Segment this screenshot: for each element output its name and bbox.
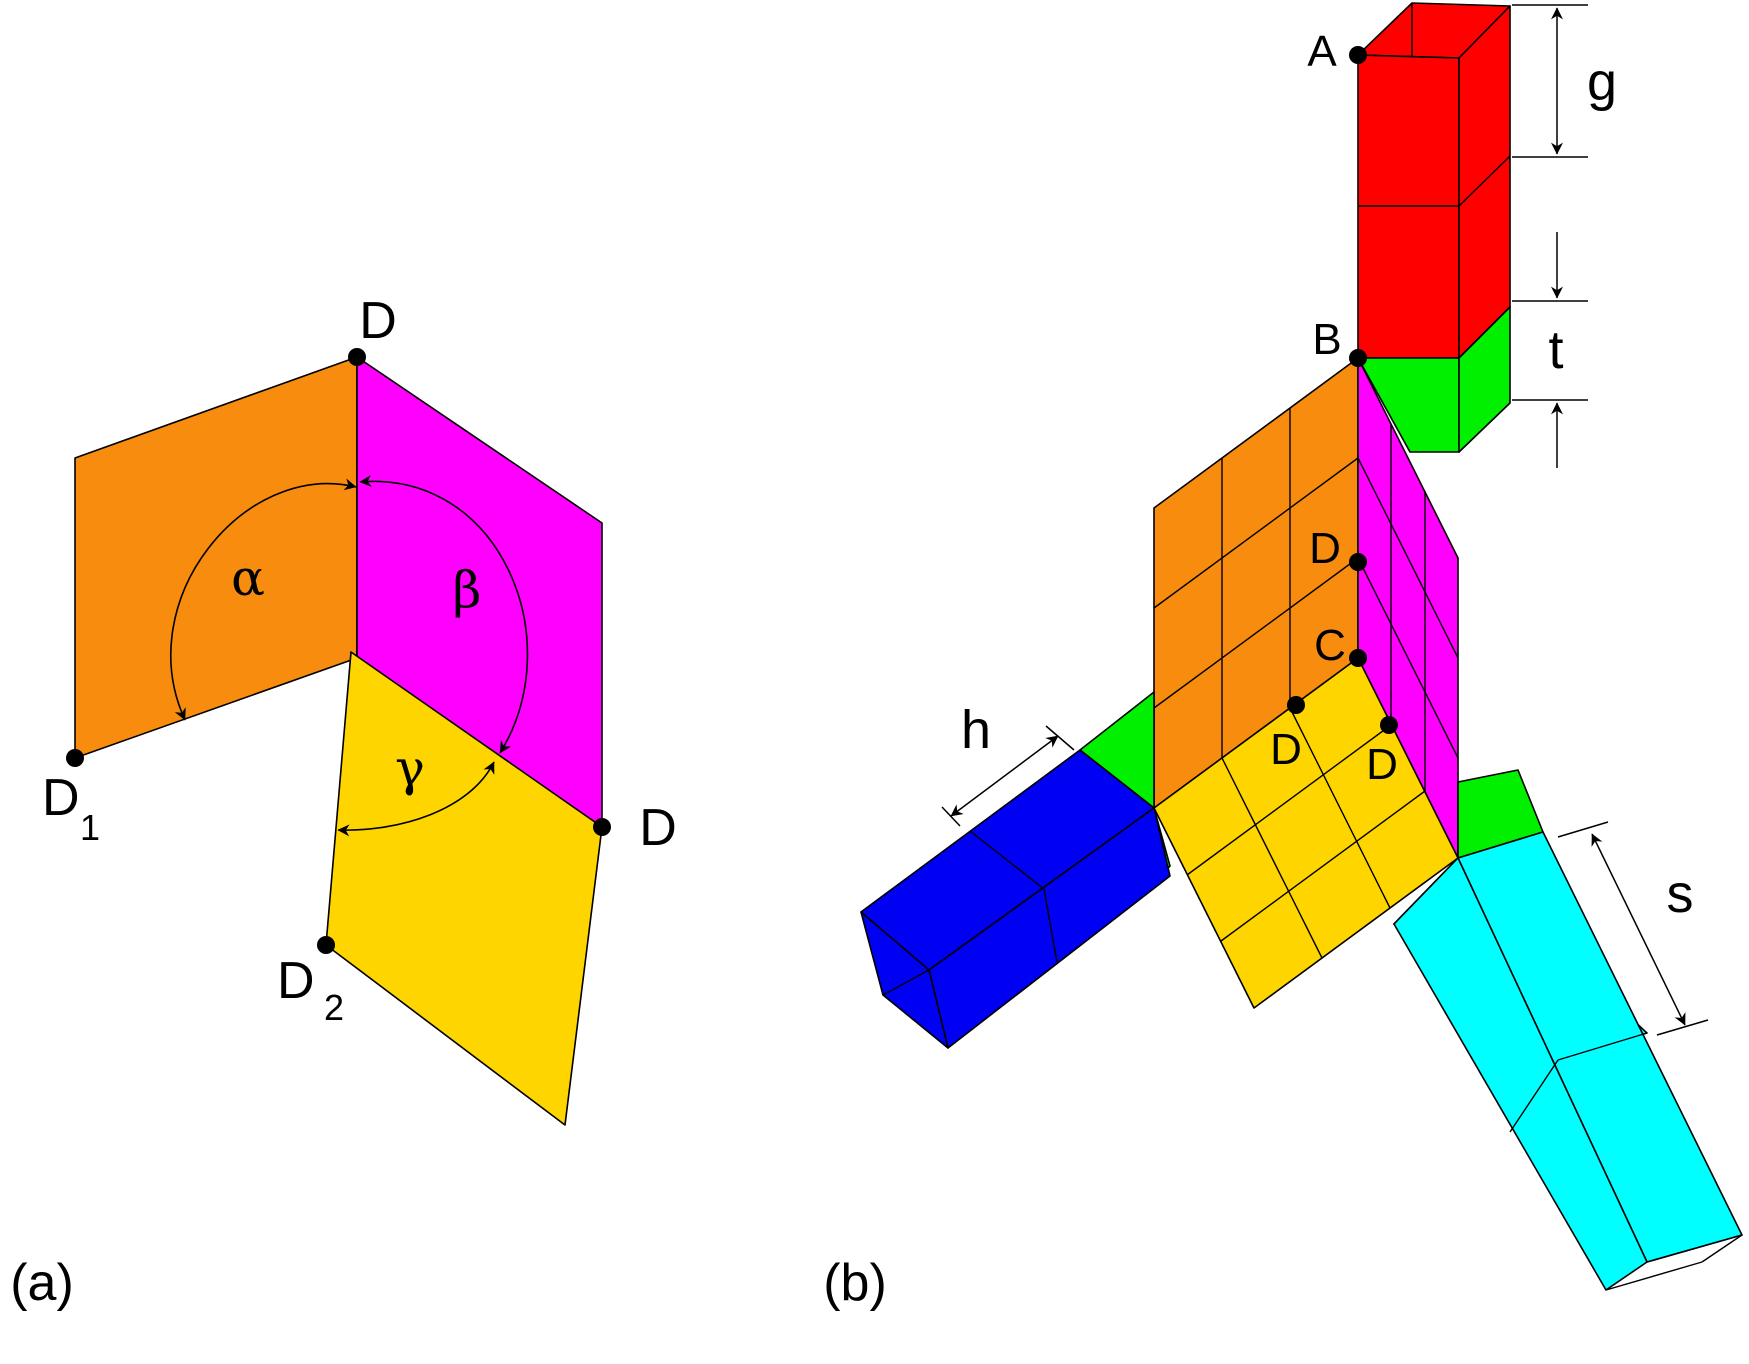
dimension-s-label: s (1667, 864, 1694, 924)
point-d-right (1380, 716, 1398, 734)
dimension-s: s (1557, 821, 1709, 1036)
orange-face (74, 356, 358, 759)
dimension-h: h (941, 700, 1075, 827)
point-a (1349, 46, 1367, 64)
beta-arc (359, 475, 529, 754)
panel-b-label: (b) (823, 1254, 887, 1312)
panel-a: α β γ D D D 1 D 2 (a) (10, 292, 677, 1312)
alpha-label: α (231, 549, 265, 607)
label-c: C (1314, 621, 1346, 670)
label-a: A (1307, 27, 1337, 76)
label-b: B (1312, 315, 1341, 364)
red-column (1357, 2, 1511, 359)
point-d-top (348, 348, 366, 366)
orange-grid-lines (1153, 408, 1359, 758)
cyan-tube (1393, 831, 1743, 1291)
label-d1: D (42, 769, 80, 827)
green-connector-top (1357, 306, 1511, 453)
point-d-right (593, 818, 611, 836)
alpha-arc (170, 478, 357, 721)
dimension-h-label: h (961, 700, 991, 760)
dimension-t-label: t (1548, 320, 1563, 380)
label-d1-subscript: 1 (80, 807, 100, 848)
beta-label: β (453, 561, 482, 619)
label-d-left: D (1270, 725, 1302, 774)
label-d-top: D (359, 292, 397, 350)
dimension-g-label: g (1587, 52, 1617, 112)
gamma-arc (337, 761, 495, 837)
gamma-label: γ (395, 739, 425, 797)
label-d2: D (277, 952, 315, 1010)
dimension-t: t (1512, 232, 1588, 468)
point-c (1349, 649, 1367, 667)
point-d1 (66, 749, 84, 767)
label-d-right: D (639, 799, 677, 857)
panel-b: g t h s A B (823, 2, 1743, 1312)
label-d2-subscript: 2 (324, 987, 344, 1028)
label-d-right: D (1366, 740, 1398, 789)
dimension-g: g (1512, 4, 1617, 158)
point-d-left (1287, 696, 1305, 714)
point-d2 (317, 936, 335, 954)
point-d-upper (1349, 553, 1367, 571)
point-b (1349, 349, 1367, 367)
label-d-upper: D (1309, 524, 1341, 573)
yellow-grid-lines (1186, 707, 1426, 959)
panel-a-label: (a) (10, 1254, 74, 1312)
magenta-grid-lines (1357, 425, 1459, 791)
blue-tube (860, 749, 1171, 1049)
